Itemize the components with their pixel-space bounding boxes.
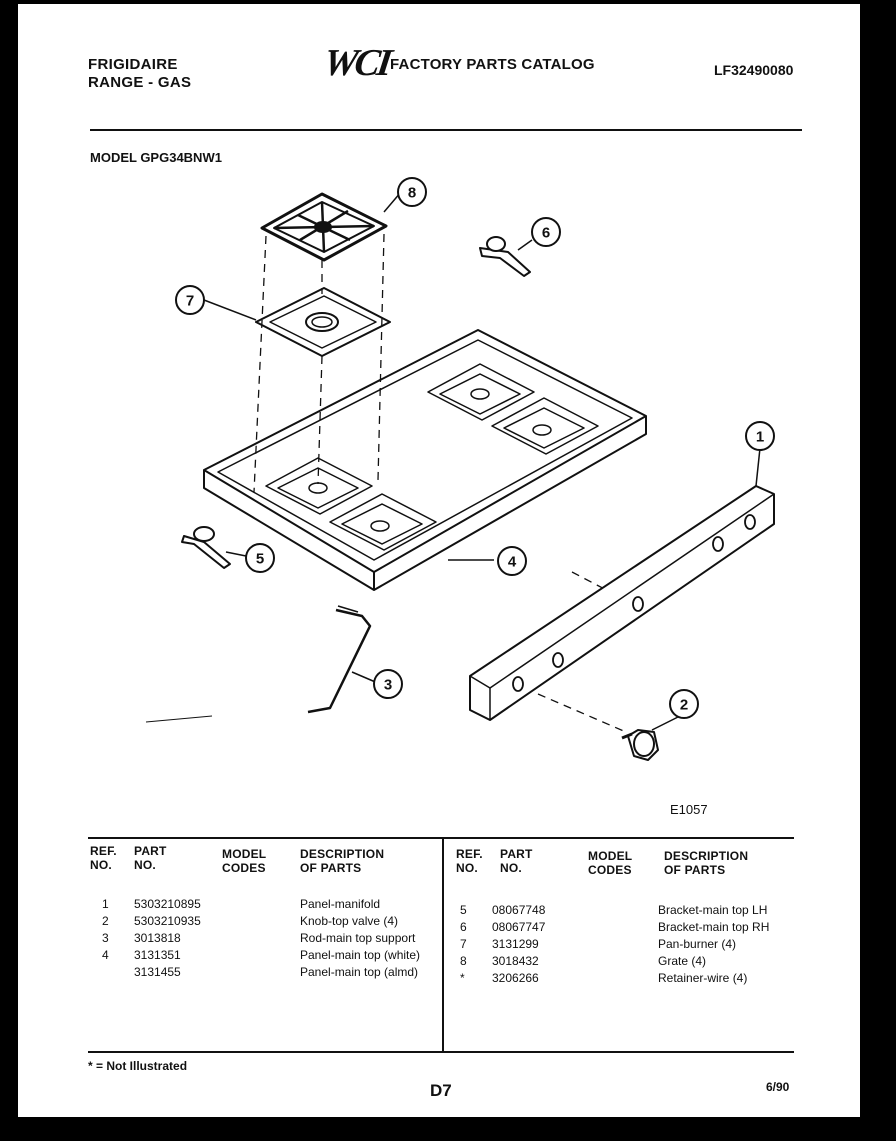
table-row-part: 3131455 — [134, 965, 181, 979]
callout-5 — [245, 543, 275, 573]
knob-drawing — [621, 729, 659, 761]
table-row-part: 3131299 — [492, 937, 539, 951]
table-row-desc: Panel-main top (white) — [300, 948, 421, 962]
callout-label-1: 1 — [756, 429, 764, 446]
table-row-desc: Bracket-main top LH — [658, 903, 768, 917]
table-row-desc: Retainer-wire (4) — [658, 971, 748, 985]
table-row-ref: 5 — [460, 903, 467, 917]
table-row-ref: 4 — [102, 948, 109, 962]
figure-code: E1057 — [670, 802, 708, 817]
callout-2 — [669, 689, 699, 719]
grate-drawing — [260, 192, 388, 262]
callout-label-5: 5 — [256, 551, 264, 568]
table-row-part: 3013818 — [134, 931, 181, 945]
callout-3 — [373, 669, 403, 699]
table-row-ref: 7 — [460, 937, 467, 951]
main-top-panel-drawing — [203, 329, 647, 591]
support-rod-drawing — [307, 605, 372, 714]
product-type: RANGE - GAS — [88, 74, 192, 91]
table-row-part: 3018432 — [492, 954, 539, 968]
manifold-panel-drawing — [469, 485, 775, 721]
table-bottom-rule — [88, 1051, 794, 1053]
bracket-rh-drawing — [479, 236, 531, 277]
table-row-part: 5303210895 — [134, 897, 201, 911]
table-row-desc: Bracket-main top RH — [658, 920, 770, 934]
header-left: FRIGIDAIRE RANGE - GAS — [88, 56, 191, 92]
page-code: D7 — [430, 1081, 452, 1100]
callout-label-2: 2 — [680, 697, 688, 714]
callout-1 — [745, 421, 775, 451]
header-model-left: MODEL CODES — [222, 847, 267, 875]
table-row-desc: Rod-main top support — [300, 931, 416, 945]
table-row-desc: Grate (4) — [658, 954, 707, 968]
table-row-ref: 8 — [460, 954, 467, 968]
callout-label-8: 8 — [408, 185, 416, 202]
header-ref-left: REF. NO. — [90, 844, 117, 872]
header-part-left: PART NO. — [134, 844, 167, 872]
model-label: MODEL GPG34BNW1 — [90, 150, 222, 165]
table-row-ref: * — [460, 971, 465, 985]
callout-8 — [397, 177, 427, 207]
table-row-ref: 1 — [102, 897, 109, 911]
table-row-part: 08067748 — [492, 903, 546, 917]
table-row-desc: Knob-top valve (4) — [300, 914, 399, 928]
header-desc-right: DESCRIPTION OF PARTS — [664, 849, 749, 877]
callout-label-4: 4 — [508, 554, 517, 571]
header-part-right: PART NO. — [500, 847, 533, 875]
table-row-desc: Panel-manifold — [300, 897, 381, 911]
callout-label-3: 3 — [384, 677, 392, 694]
exploded-parts-diagram: 1 2 3 4 5 6 7 8 — [145, 177, 775, 761]
table-row-part: 3206266 — [492, 971, 539, 985]
header-model-right: MODEL CODES — [588, 849, 633, 877]
catalog-page: FRIGIDAIRE RANGE - GAS WCI FACTORY PARTS… — [18, 4, 860, 1117]
bracket-lh-drawing — [181, 526, 231, 569]
callout-label-7: 7 — [186, 293, 194, 310]
header-rule — [90, 129, 802, 131]
header-ref-right: REF. NO. — [456, 847, 483, 875]
table-row-desc: Pan-burner (4) — [658, 937, 737, 951]
catalog-number: LF32490080 — [714, 62, 794, 78]
header-desc-left: DESCRIPTION OF PARTS — [300, 847, 385, 875]
table-row-part: 08067747 — [492, 920, 546, 934]
catalog-title: FACTORY PARTS CATALOG — [390, 56, 595, 73]
footnote: * = Not Illustrated — [88, 1059, 188, 1073]
callout-6 — [531, 217, 561, 247]
table-row-desc: Panel-main top (almd) — [300, 965, 419, 979]
table-row-ref: 3 — [102, 931, 109, 945]
table-row-part: 3131351 — [134, 948, 181, 962]
callout-7 — [175, 285, 205, 315]
table-row-part: 5303210935 — [134, 914, 201, 928]
brand-name: FRIGIDAIRE — [88, 56, 178, 73]
callout-label-6: 6 — [542, 225, 550, 242]
table-row-ref: 6 — [460, 920, 467, 934]
callout-4 — [497, 546, 527, 576]
table-row-ref: 2 — [102, 914, 109, 928]
table-divider — [442, 839, 444, 1051]
burner-pan-drawing — [255, 287, 391, 357]
table-top-rule — [88, 837, 794, 839]
revision-date: 6/90 — [766, 1080, 790, 1094]
